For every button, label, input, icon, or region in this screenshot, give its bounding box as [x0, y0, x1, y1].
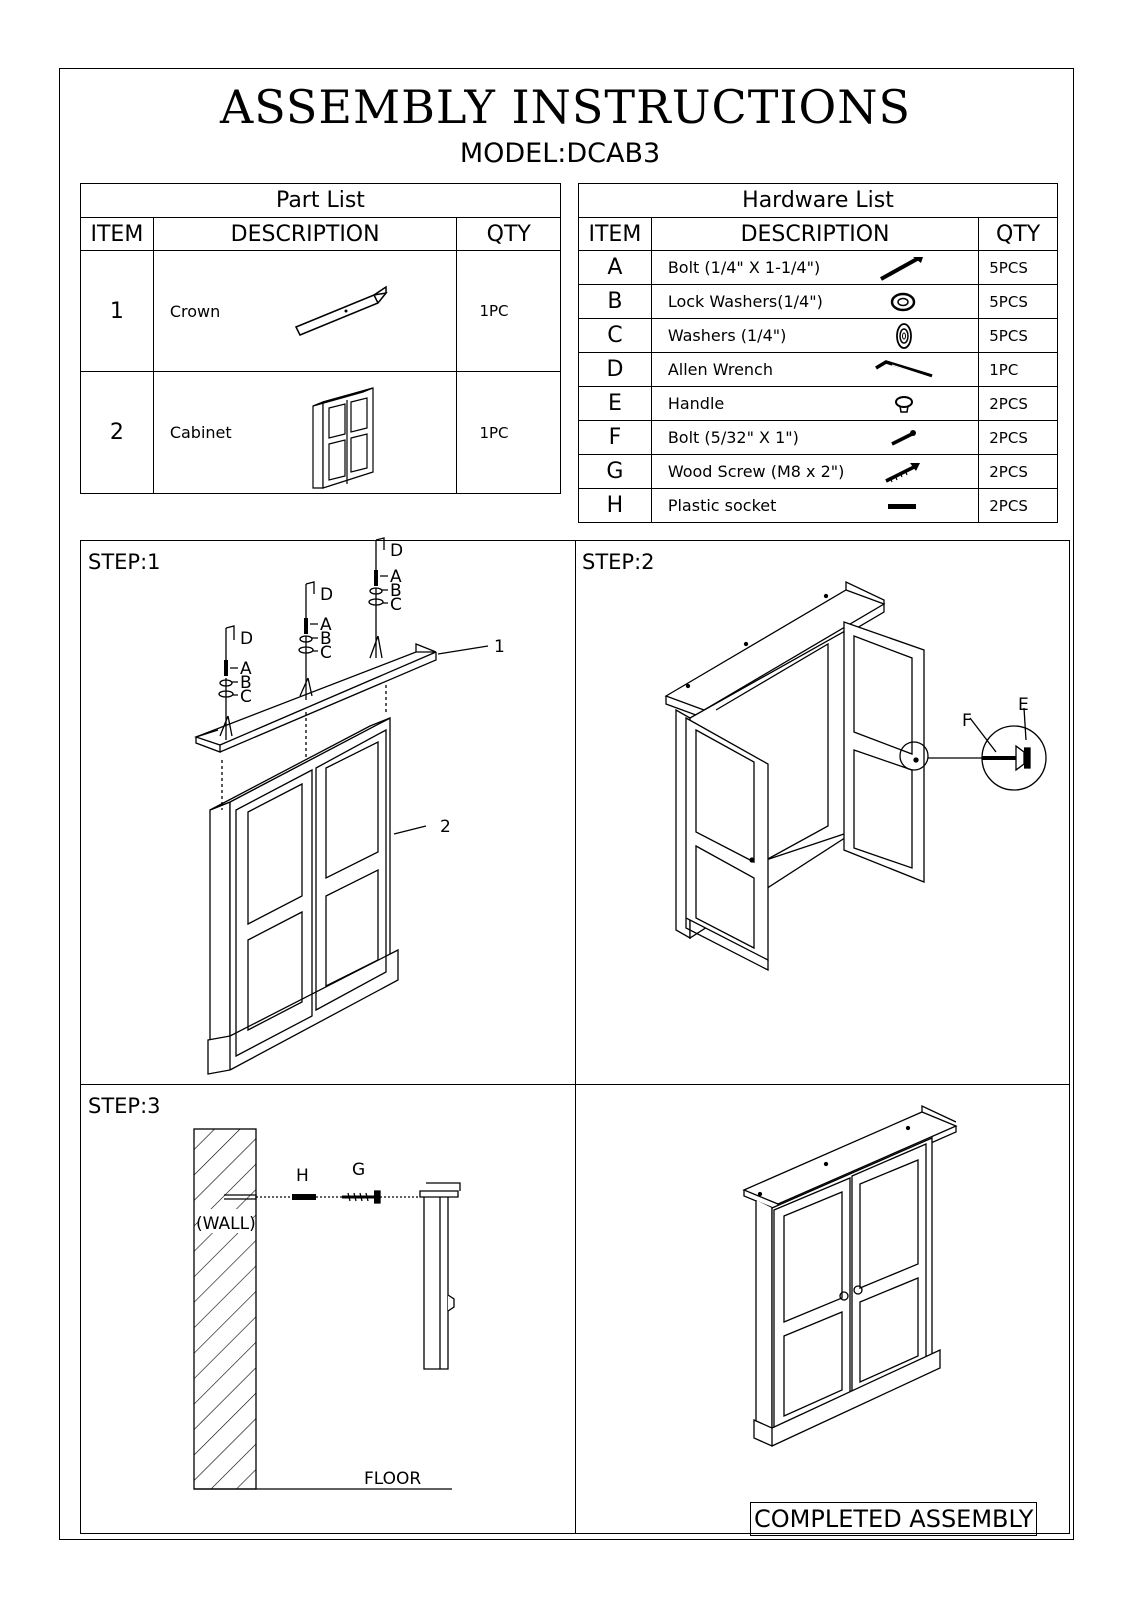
hardware-qty: 5PCS — [978, 318, 1058, 353]
wood-screw-icon — [885, 463, 920, 483]
table-row: F Bolt (5/32" X 1") 2PCS — [578, 420, 1058, 455]
table-row: E Handle 2PCS — [578, 386, 1058, 421]
hardware-item: F — [578, 420, 652, 455]
callout-f: F — [962, 711, 972, 731]
callout-d: D — [390, 541, 403, 561]
callout-a: A — [390, 567, 402, 587]
step2-diagram: F E — [664, 580, 1047, 972]
callout-c: C — [390, 595, 402, 615]
part-list-header-qty: QTY — [456, 217, 561, 251]
hardware-description: Wood Screw (M8 x 2") — [667, 462, 845, 481]
hardware-list-header-qty: QTY — [978, 217, 1058, 251]
callout-part-1: 1 — [494, 637, 505, 657]
hardware-qty: 5PCS — [978, 284, 1058, 319]
cabinet-icon — [312, 387, 374, 489]
table-row: G Wood Screw (M8 x 2") 2PCS — [578, 454, 1058, 489]
callout-e: E — [1018, 695, 1029, 715]
callout-d: D — [240, 629, 253, 649]
page-title: ASSEMBLY INSTRUCTIONS — [219, 80, 912, 134]
lock-washer-icon — [890, 292, 916, 312]
step3-diagram: (WALL) FLOOR H G — [193, 1128, 461, 1490]
callout-a: A — [320, 615, 332, 635]
part-description: Cabinet — [169, 423, 232, 442]
callout-b: B — [240, 673, 252, 693]
hardware-item: H — [578, 488, 652, 523]
table-row: 1 Crown 1PC — [80, 250, 561, 372]
hardware-item: B — [578, 284, 652, 319]
wall-label: (WALL) — [196, 1214, 256, 1234]
hardware-item: C — [578, 318, 652, 353]
table-row: B Lock Washers(1/4") 5PCS — [578, 284, 1058, 319]
handle-icon — [894, 396, 913, 413]
plastic-socket-icon — [887, 504, 916, 509]
hardware-qty: 1PC — [978, 352, 1058, 387]
hardware-description: Plastic socket — [667, 496, 777, 515]
step1-diagram: D A B C D A B C D A B C 1 2 — [194, 537, 505, 1075]
table-row: C Washers (1/4") 5PCS — [578, 318, 1058, 353]
hardware-qty: 2PCS — [978, 386, 1058, 421]
table-row: H Plastic socket 2PCS — [578, 488, 1058, 523]
model-number: MODEL:DCAB3 — [459, 138, 661, 169]
part-item: 1 — [80, 250, 154, 372]
hardware-item: G — [578, 454, 652, 489]
hardware-description: Handle — [667, 394, 725, 413]
callout-d: D — [320, 585, 333, 605]
bolt-icon — [879, 257, 923, 281]
part-item: 2 — [80, 371, 154, 494]
step1-label: STEP:1 — [88, 550, 161, 574]
callout-c: C — [240, 687, 252, 707]
step2-label: STEP:2 — [582, 550, 655, 574]
grid-divider-vertical — [575, 540, 576, 1534]
hardware-description: Lock Washers(1/4") — [667, 292, 823, 311]
washer-icon — [895, 323, 912, 349]
grid-divider-horizontal — [80, 1084, 1070, 1085]
callout-a: A — [240, 659, 252, 679]
callout-b: B — [320, 629, 332, 649]
callout-part-2: 2 — [440, 817, 451, 837]
table-row: D Allen Wrench 1PC — [578, 352, 1058, 387]
part-description: Crown — [169, 301, 221, 321]
page-frame — [59, 68, 1074, 1540]
part-list-header-item: ITEM — [80, 217, 154, 251]
crown-icon — [294, 285, 388, 336]
hardware-description: Allen Wrench — [667, 360, 773, 379]
hardware-list-header-description: DESCRIPTION — [650, 217, 980, 251]
step3-label: STEP:3 — [88, 1094, 161, 1118]
part-list-table: Part List ITEM DESCRIPTION QTY 1 Crown 1… — [80, 183, 561, 494]
part-qty: 1PC — [456, 371, 561, 494]
small-bolt-icon — [891, 430, 916, 446]
hardware-qty: 2PCS — [978, 454, 1058, 489]
hardware-item: D — [578, 352, 652, 387]
part-list-header-description: DESCRIPTION — [152, 217, 458, 251]
completed-assembly-label: COMPLETED ASSEMBLY — [750, 1502, 1038, 1536]
hardware-list-table: Hardware List ITEM DESCRIPTION QTY A Bol… — [578, 183, 1058, 523]
part-list-title: Part List — [80, 183, 561, 218]
callout-c: C — [320, 643, 332, 663]
hardware-list-title: Hardware List — [578, 183, 1058, 218]
callout-b: B — [390, 581, 402, 601]
table-row: A Bolt (1/4" X 1-1/4") 5PCS — [578, 250, 1058, 285]
table-row: 2 Cabinet 1PC — [80, 371, 561, 494]
floor-label: FLOOR — [364, 1469, 421, 1489]
part-qty: 1PC — [456, 250, 561, 372]
allen-wrench-icon — [874, 360, 933, 379]
hardware-qty: 2PCS — [978, 488, 1058, 523]
hardware-item: E — [578, 386, 652, 421]
hardware-description: Bolt (5/32" X 1") — [667, 428, 799, 447]
hardware-qty: 2PCS — [978, 420, 1058, 455]
hardware-list-header-item: ITEM — [578, 217, 652, 251]
hardware-description: Washers (1/4") — [667, 326, 787, 345]
callout-h: H — [296, 1166, 309, 1186]
hardware-item: A — [578, 250, 652, 285]
hardware-qty: 5PCS — [978, 250, 1058, 285]
completed-assembly-diagram — [742, 1104, 958, 1448]
callout-g: G — [352, 1160, 365, 1180]
hardware-description: Bolt (1/4" X 1-1/4") — [667, 258, 821, 277]
